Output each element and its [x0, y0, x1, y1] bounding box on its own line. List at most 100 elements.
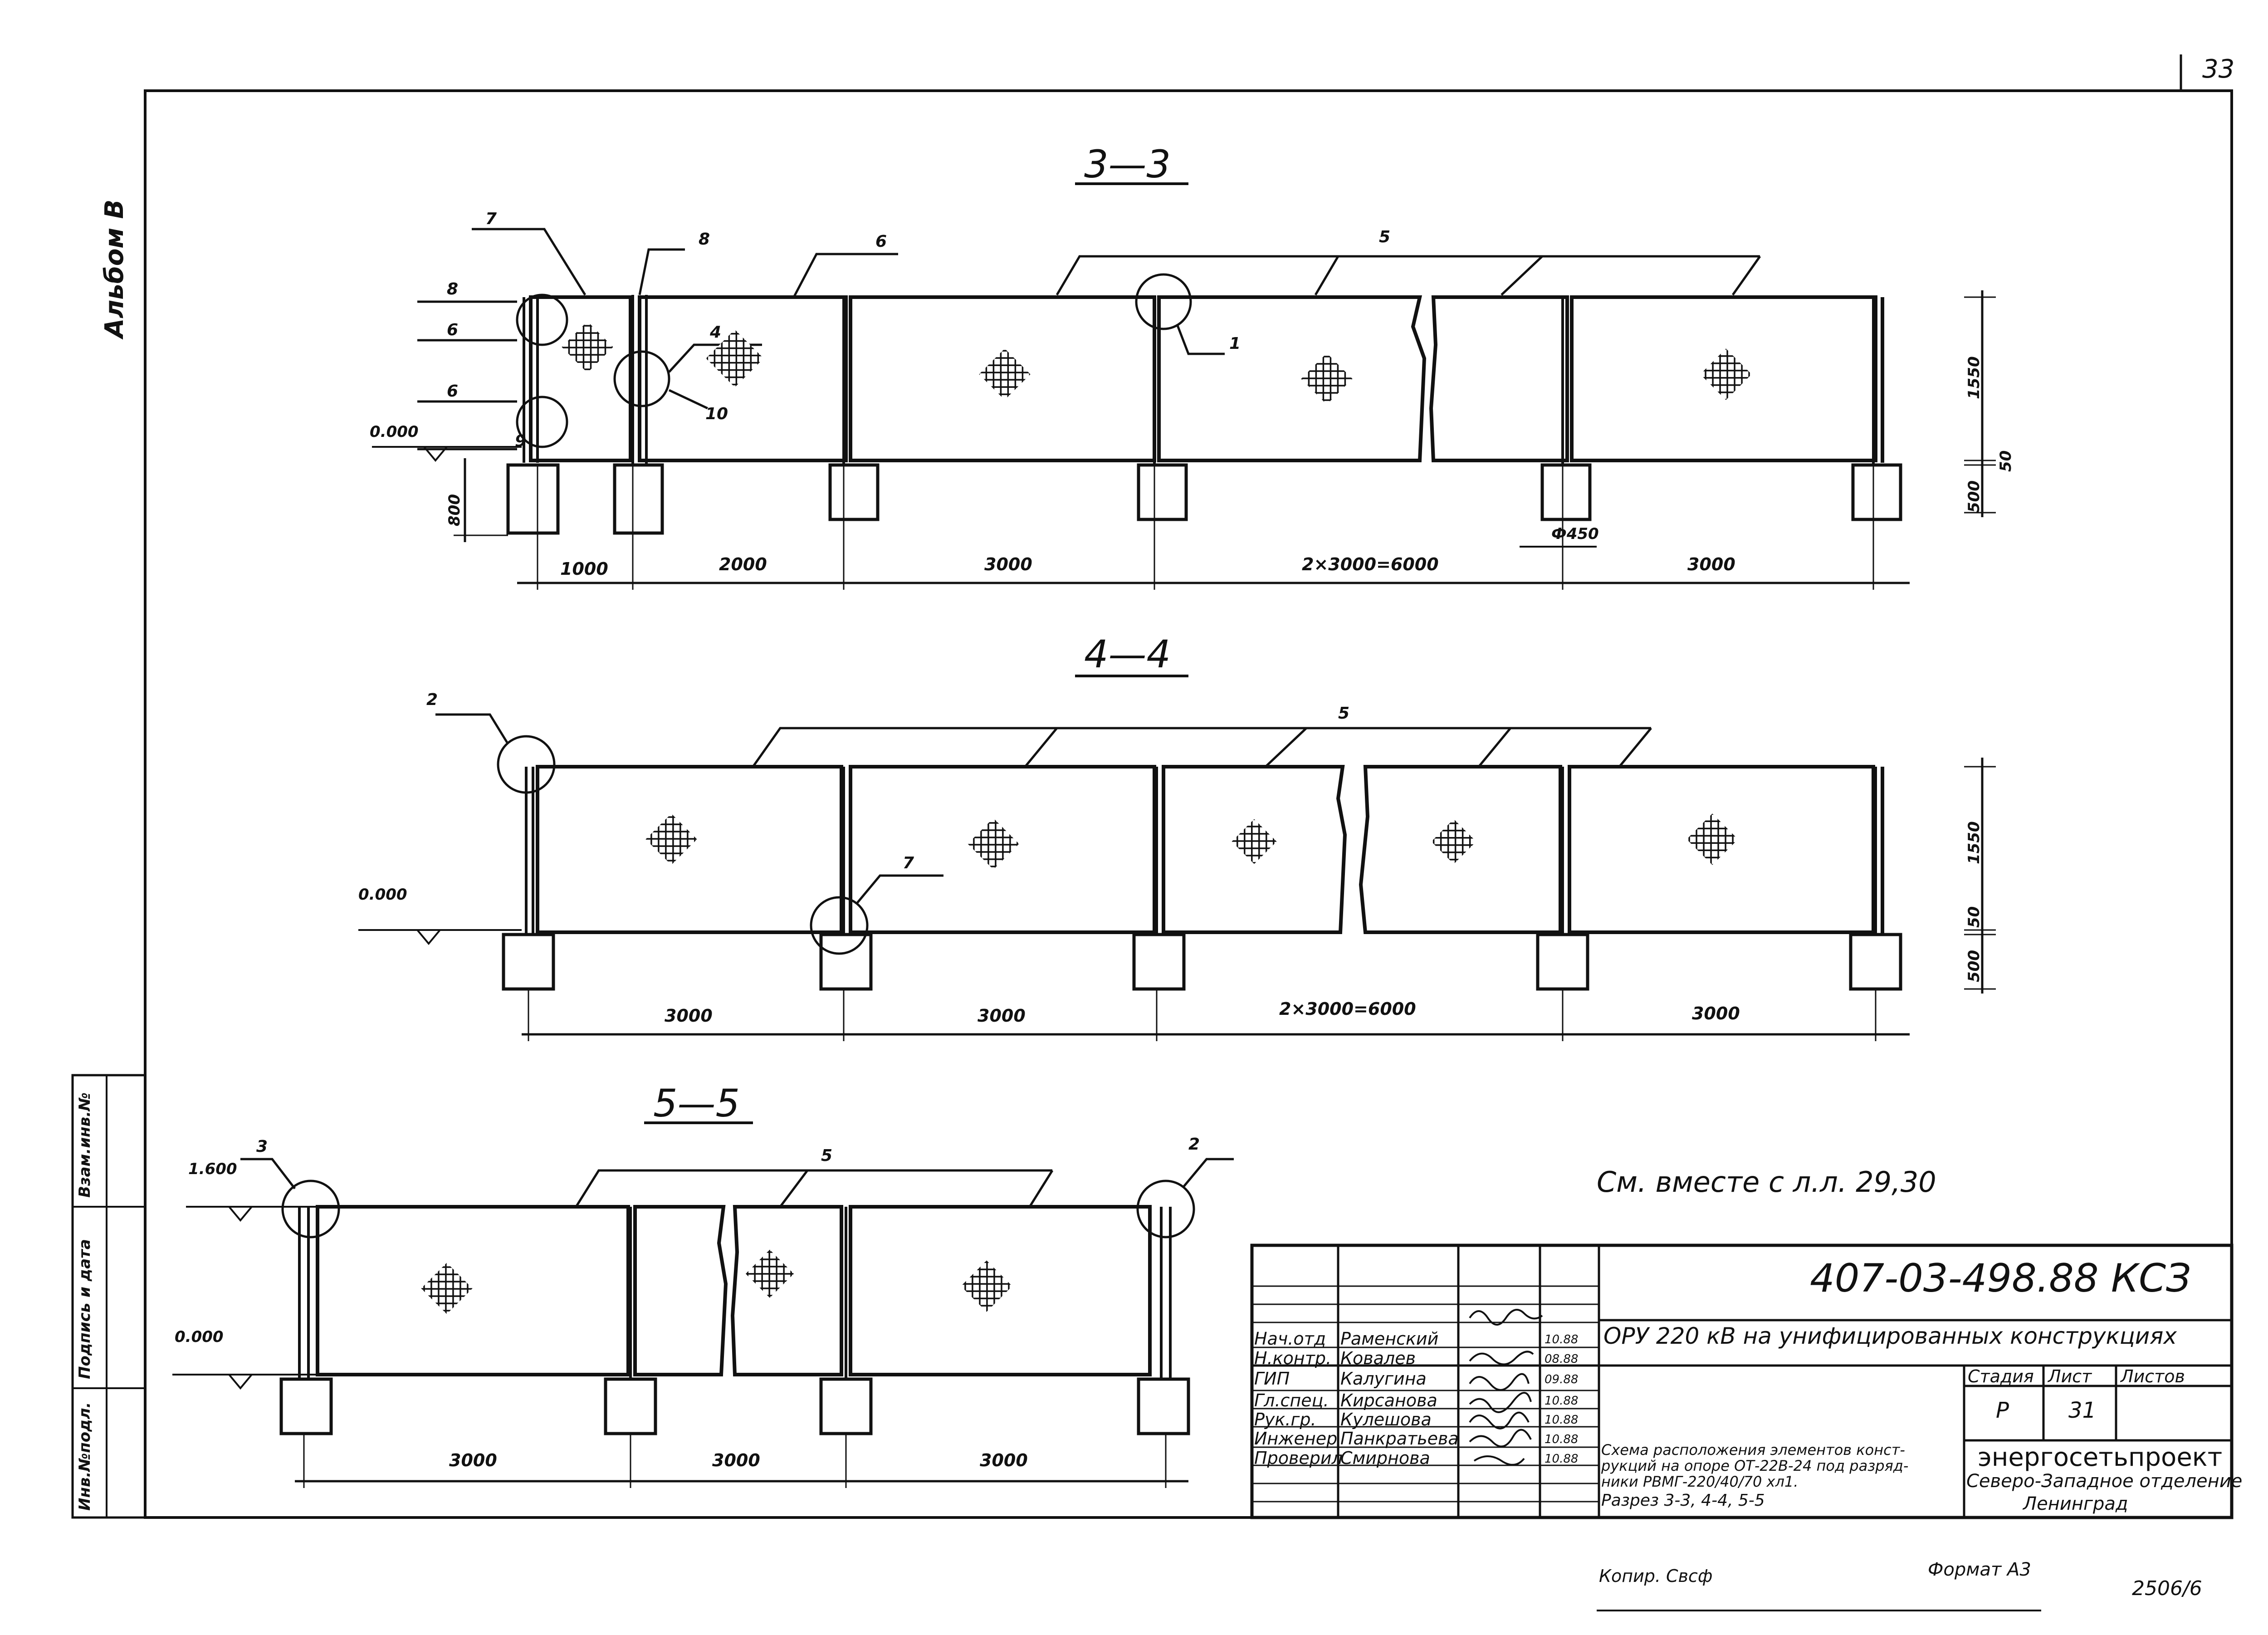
- name-cell: Ковалев: [1340, 1348, 1416, 1368]
- sheet-header: Лист: [2048, 1366, 2092, 1386]
- leader-label: 10: [705, 405, 728, 423]
- leader-line: [435, 713, 509, 745]
- name-cell: Кирсанова: [1340, 1390, 1437, 1410]
- side-stamp-sign: Подпись и дата: [76, 1239, 94, 1379]
- project-title: ОРУ 220 кВ на унифицированных конструкци…: [1603, 1323, 2177, 1349]
- date-cell: 10.88: [1545, 1394, 1579, 1408]
- page-number: 33: [2202, 54, 2235, 84]
- date-cell: 10.88: [1545, 1452, 1579, 1466]
- foundation: [502, 933, 555, 991]
- level-label: 0.000: [175, 1328, 224, 1346]
- leader-label: 6: [447, 321, 459, 339]
- foundation: [279, 1377, 333, 1435]
- name-cell: Кулешова: [1340, 1410, 1432, 1429]
- corner-number: 2506/6: [2132, 1577, 2202, 1600]
- panel: [536, 765, 843, 934]
- level-label: 0.000: [370, 423, 419, 441]
- description-line: рукций на опоре ОТ-22В-24 под разряд-: [1601, 1457, 1909, 1474]
- leader-line: [638, 248, 685, 295]
- signatures: [1469, 1309, 1543, 1466]
- section-5-5: [172, 1121, 1234, 1488]
- role-cell: ГИП: [1254, 1369, 1290, 1389]
- section-3-3: [372, 182, 1996, 590]
- format-label: Формат А3: [1928, 1559, 2031, 1580]
- dim-label: 2×3000=6000: [1279, 999, 1416, 1019]
- diameter-label: Ф450: [1551, 525, 1599, 543]
- section-title-4-4: 4—4: [1084, 632, 1171, 676]
- panel: [529, 295, 632, 462]
- role-cell: Н.контр.: [1254, 1348, 1332, 1368]
- dim-label: 1550: [1965, 821, 1983, 864]
- role-cell: Рук.гр.: [1254, 1410, 1316, 1429]
- name-cell: Смирнова: [1340, 1448, 1430, 1468]
- foundation: [819, 933, 873, 991]
- panel: [1429, 295, 1569, 462]
- leader-line: [575, 1169, 1052, 1208]
- dim-label: 800: [445, 494, 464, 526]
- sheet-value: 31: [2068, 1398, 2097, 1423]
- foundation: [819, 1377, 873, 1435]
- callout-circle: [1136, 1180, 1195, 1238]
- level-label: 1.600: [188, 1160, 237, 1178]
- leader-label: 2: [426, 690, 438, 709]
- panel: [316, 1205, 630, 1376]
- dim-label: 3000: [665, 1006, 713, 1026]
- leader-label: 5: [1338, 704, 1350, 723]
- leader-label: 7: [903, 854, 914, 872]
- org-city: Ленинград: [2023, 1493, 2128, 1514]
- org-name: энергосетьпроект: [1978, 1443, 2223, 1472]
- panel: [730, 1205, 843, 1376]
- leader-label: 7: [485, 210, 497, 228]
- dim-label: 3000: [984, 554, 1032, 574]
- foundation: [613, 463, 664, 535]
- role-cell: Проверил: [1254, 1448, 1343, 1468]
- panel: [633, 1205, 728, 1376]
- name-cell: Панкратьева: [1340, 1429, 1459, 1449]
- level-label: 0.000: [358, 886, 407, 904]
- album-label: Альбом В: [100, 199, 129, 338]
- title-block: [1250, 1243, 2234, 1611]
- callout-circle: [613, 350, 670, 407]
- dim-label: 2×3000=6000: [1302, 554, 1439, 574]
- dim-label: 3000: [449, 1450, 497, 1470]
- leader-line: [1183, 1158, 1234, 1187]
- foundation: [1849, 933, 1902, 991]
- leader-label: 1: [1229, 334, 1241, 353]
- name-cell: Раменский: [1340, 1329, 1439, 1349]
- dim-label: 3000: [1692, 1004, 1740, 1023]
- dim-label: 3000: [980, 1450, 1028, 1470]
- callout-circle: [516, 396, 568, 448]
- side-stamp-replace: Взам.инв.№: [76, 1092, 94, 1198]
- callout-circle: [810, 896, 869, 955]
- copied-label: Копир. Свсф: [1599, 1566, 1713, 1586]
- leader-line: [472, 228, 587, 296]
- foundation: [1137, 463, 1188, 521]
- mesh-hatches: [421, 321, 1752, 1314]
- org-branch: Северо-Западное отделение: [1966, 1471, 2243, 1492]
- leader-label: 3: [256, 1137, 268, 1156]
- side-stamp-inv: Инв.№подл.: [76, 1402, 94, 1511]
- foundation: [828, 463, 880, 521]
- description-line: ники РВМГ-220/40/70 хл1.: [1601, 1473, 1799, 1490]
- dim-label: 2000: [719, 554, 767, 574]
- panel: [638, 295, 848, 462]
- sheet-frame: [144, 89, 2233, 1519]
- doc-code: 407-03-498.88 КСЗ: [1810, 1256, 2191, 1301]
- leader-line: [668, 389, 709, 410]
- description-line: Разрез 3-3, 4-4, 5-5: [1601, 1491, 1765, 1510]
- foundation: [1132, 933, 1186, 991]
- leader-line: [856, 874, 943, 904]
- leader-line: [752, 727, 1651, 768]
- foundation: [1851, 463, 1902, 521]
- name-cell: Калугина: [1340, 1369, 1427, 1389]
- leader-label: 8: [447, 280, 459, 299]
- foundation: [604, 1377, 657, 1435]
- leader-label: 9: [515, 432, 527, 450]
- description-line: Схема расположения элементов конст-: [1601, 1441, 1905, 1459]
- panel: [1568, 765, 1875, 934]
- leader-label: 6: [447, 382, 459, 401]
- leader-line: [1056, 255, 1760, 296]
- section-title-5-5: 5—5: [653, 1081, 740, 1126]
- date-cell: 10.88: [1545, 1413, 1579, 1427]
